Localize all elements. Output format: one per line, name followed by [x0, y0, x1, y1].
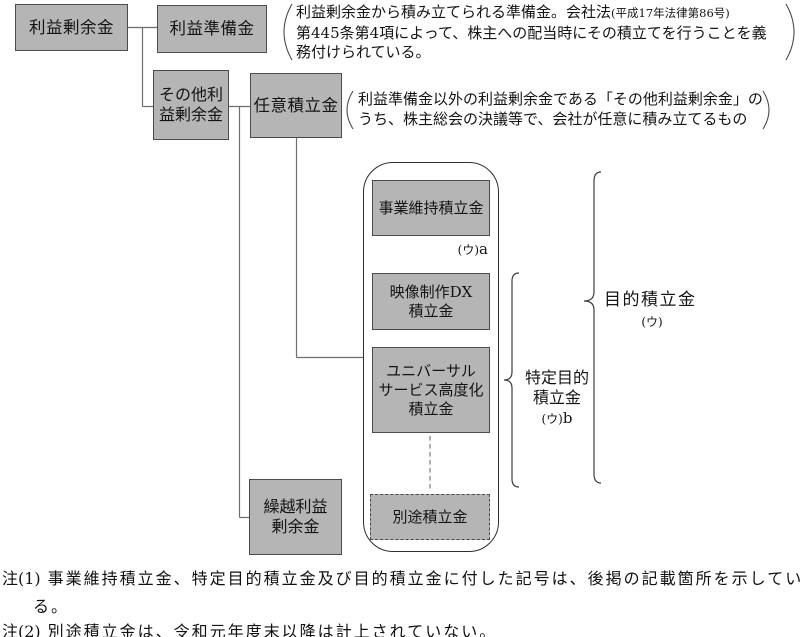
callout2-paren-right: [762, 90, 770, 130]
reserve-group-container: [363, 162, 499, 552]
box-label-line: 積立金: [408, 301, 454, 320]
callout2-paren-left: [346, 90, 354, 130]
mark-letter: a: [479, 240, 488, 258]
box-label: 事業維持積立金: [378, 198, 484, 217]
callout1-paren-right: [785, 3, 795, 61]
label-purpose-reserve: 目的積立金 (ウ): [604, 289, 700, 333]
callout-line: 利益剰余金から積み立てられる準備金。会社法(平成17年法律第86号): [296, 3, 767, 24]
box-label-line: サービス高度化: [378, 380, 484, 399]
callout-line: 務付けられている。: [296, 43, 431, 61]
box-label: 利益準備金: [169, 19, 255, 38]
box-universal-service-reserve: ユニバーサル サービス高度化 積立金: [372, 347, 490, 433]
box-label-line: 益剰余金: [158, 105, 223, 124]
footnote-1: 注(1) 事業維持積立金、特定目的積立金及び目的積立金に付した記号は、後掲の記載箇…: [2, 565, 800, 589]
box-other-surplus: その他利 益剰余金: [153, 70, 229, 140]
callout-line: うち、株主総会の決議等で、会社が任意に積み立てるもの: [358, 109, 748, 128]
mark-paren: (ウ): [641, 315, 663, 329]
box-business-maintenance-reserve: 事業維持積立金: [372, 180, 490, 236]
box-label-line: 積立金: [408, 399, 454, 418]
footnote-text: 別途積立金は、令和元年度末以降は計上されていない。: [47, 622, 498, 637]
box-label-line: その他利: [158, 85, 223, 104]
callout-line: 利益準備金以外の利益剰余金である「その他利益剰余金」の: [358, 90, 763, 108]
box-video-dx-reserve: 映像制作DX 積立金: [372, 273, 490, 330]
box-label: 任意積立金: [253, 95, 339, 115]
label-line: 目的積立金: [604, 290, 697, 310]
box-legal-reserve: 利益準備金: [157, 5, 267, 53]
callout-text-small: (平成17年法律第86号): [611, 6, 730, 20]
mark-paren: (ウ): [457, 243, 480, 257]
brace-purpose: [583, 171, 602, 484]
box-carried-forward-surplus: 繰越利益 剰余金: [249, 479, 342, 555]
box-label-line: 映像制作DX: [389, 282, 473, 301]
box-separate-reserve: 別途積立金: [370, 494, 490, 540]
callout-text: 利益剰余金から積み立てられる準備金。会社法: [296, 3, 612, 21]
mark-letter: b: [562, 409, 573, 427]
callout-legal-reserve-note: 利益剰余金から積み立てられる準備金。会社法(平成17年法律第86号) 第445条…: [296, 3, 767, 63]
callout1-paren-left: [283, 3, 293, 61]
footnote-label: 注(2): [2, 622, 41, 637]
box-label-line: 剰余金: [271, 517, 320, 536]
footnote-1-wrap: る。: [33, 593, 69, 617]
box-label: 別途積立金: [392, 507, 468, 526]
footnote-label: 注(1): [2, 569, 41, 588]
label-line: 積立金: [532, 388, 581, 407]
box-label: 利益剰余金: [29, 17, 114, 37]
callout-voluntary-note: 利益準備金以外の利益剰余金である「その他利益剰余金」の うち、株主総会の決議等で…: [358, 90, 763, 129]
label-line: 特定目的: [524, 368, 589, 387]
callout-line: 第445条第4項によって、株主への配当時にその積立てを行うことを義: [296, 23, 767, 42]
footnote-text: る。: [33, 597, 70, 616]
footnote-2: 注(2) 別途積立金は、令和元年度末以降は計上されていない。: [2, 618, 497, 637]
box-label-line: ユニバーサル: [386, 361, 476, 380]
label-line: (ウ)b: [514, 408, 600, 429]
mark-u-a: (ウ)a: [440, 240, 488, 258]
mark-paren: (ウ): [541, 412, 563, 426]
footnote-text: 事業維持積立金、特定目的積立金及び目的積立金に付した記号は、後掲の記載箇所を示し…: [47, 569, 800, 588]
label-specific-purpose-reserve: 特定目的 積立金 (ウ)b: [514, 368, 600, 429]
box-label-line: 繰越利益: [263, 497, 328, 516]
box-profit-surplus: 利益剰余金: [15, 4, 128, 51]
box-voluntary-reserve: 任意積立金: [250, 73, 342, 138]
